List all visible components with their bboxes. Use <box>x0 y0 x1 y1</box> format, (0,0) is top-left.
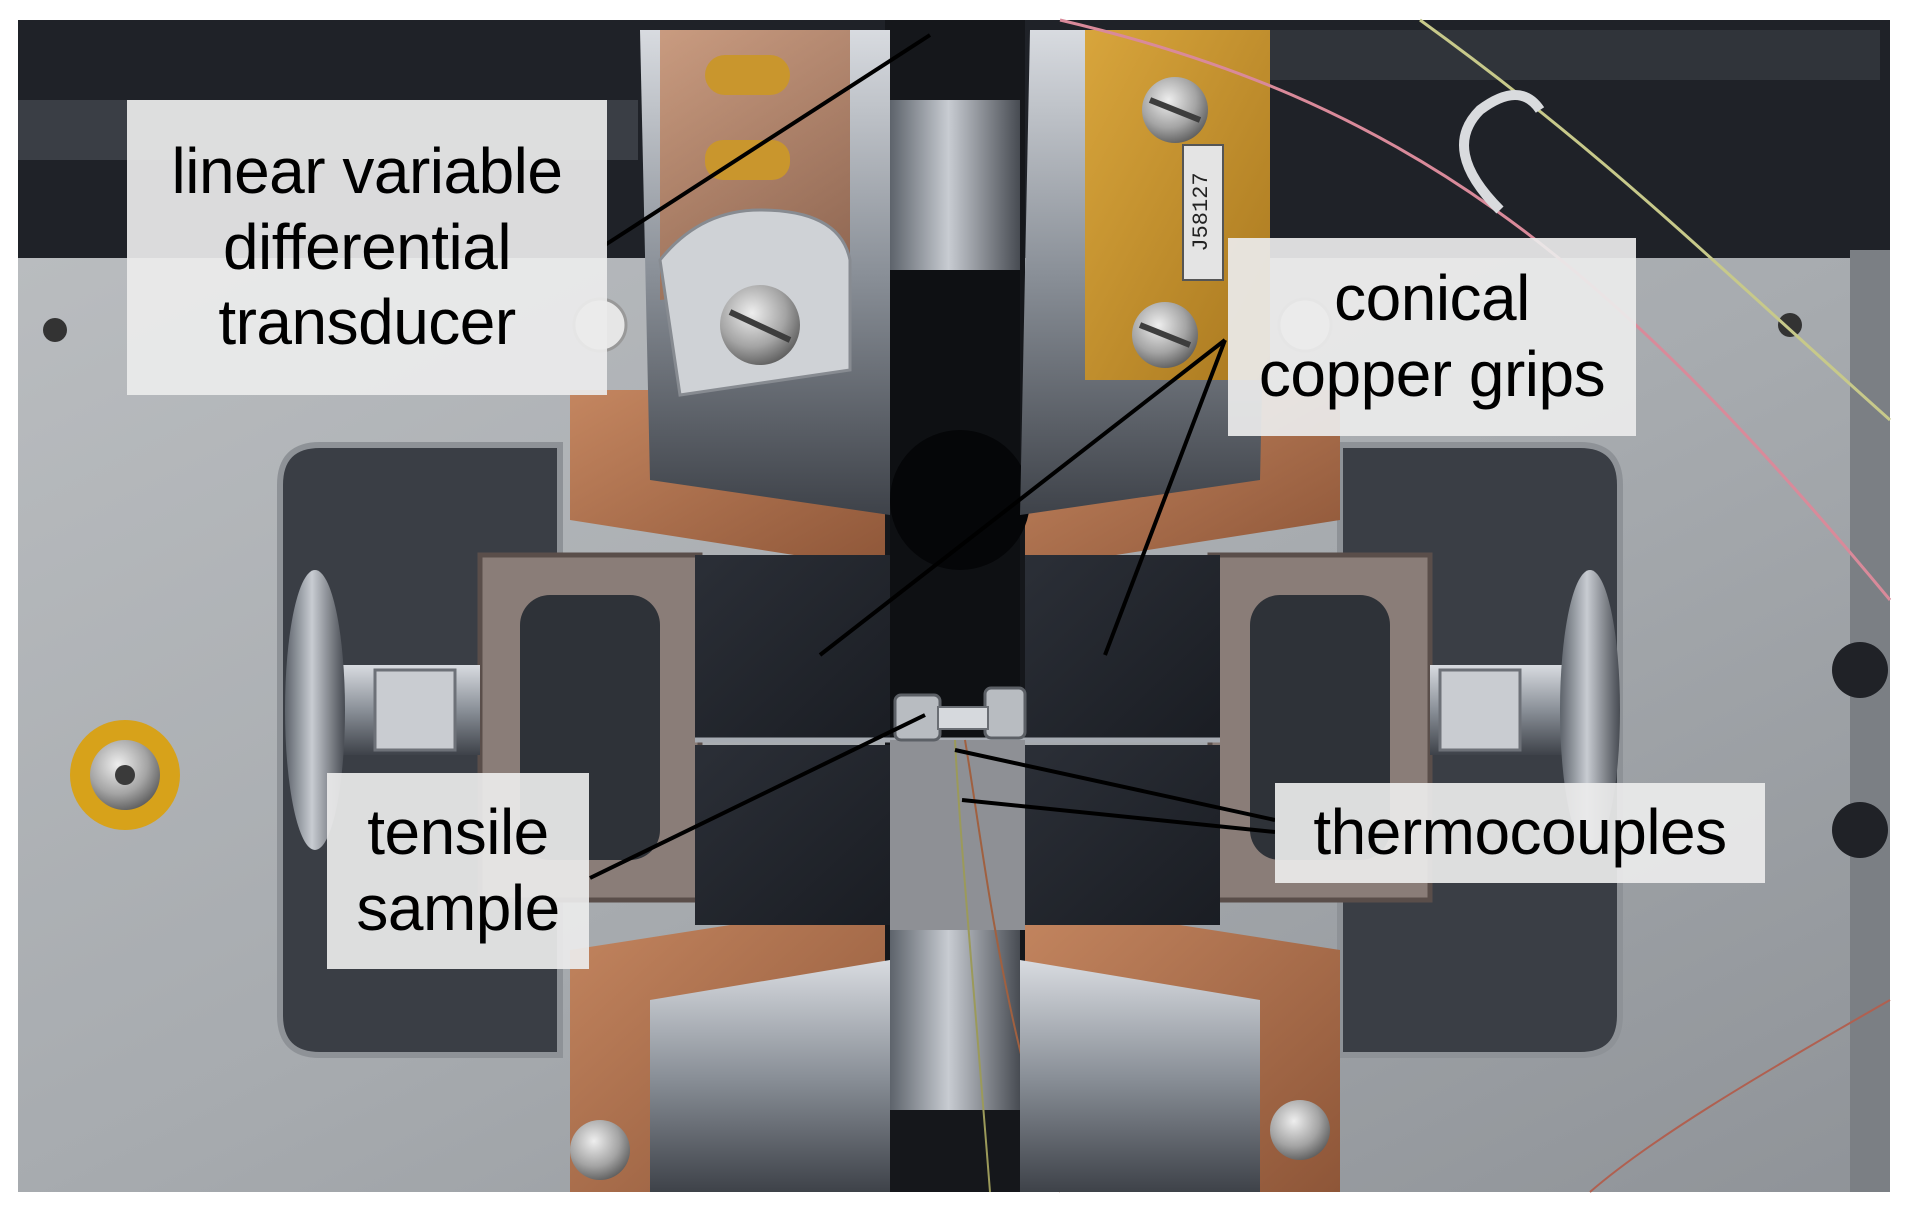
label-thermocouples-line1: thermocouples <box>1313 796 1727 869</box>
leader-line-thermocouple-lower <box>961 798 1276 834</box>
label-sample-line2: sample <box>356 872 560 944</box>
serial-plate-text: J58127 <box>1189 172 1214 252</box>
label-lvdt-line1: linear variable <box>171 135 563 208</box>
photo-content <box>18 18 1892 1193</box>
leader-line-lvdt <box>603 33 932 247</box>
label-thermocouples: thermocouples <box>1275 783 1765 883</box>
leader-line-sample <box>589 713 926 880</box>
leader-lines <box>589 33 1276 880</box>
label-lvdt-line2: differential <box>222 210 512 283</box>
label-sample-line1: tensile <box>367 796 549 869</box>
label-lvdt: linear variable differential transducer <box>127 100 607 395</box>
label-grips-line1: conical <box>1334 262 1530 335</box>
label-conical-copper-grips: conical copper grips <box>1228 238 1636 436</box>
label-lvdt-line3: transducer <box>218 286 516 359</box>
leader-line-grips-left <box>818 338 1227 657</box>
label-tensile-sample: tensile sample <box>327 773 589 969</box>
leader-line-thermocouple-upper <box>954 748 1276 822</box>
leader-line-grips-right <box>1103 339 1227 656</box>
label-grips-line2: copper grips <box>1258 338 1606 410</box>
